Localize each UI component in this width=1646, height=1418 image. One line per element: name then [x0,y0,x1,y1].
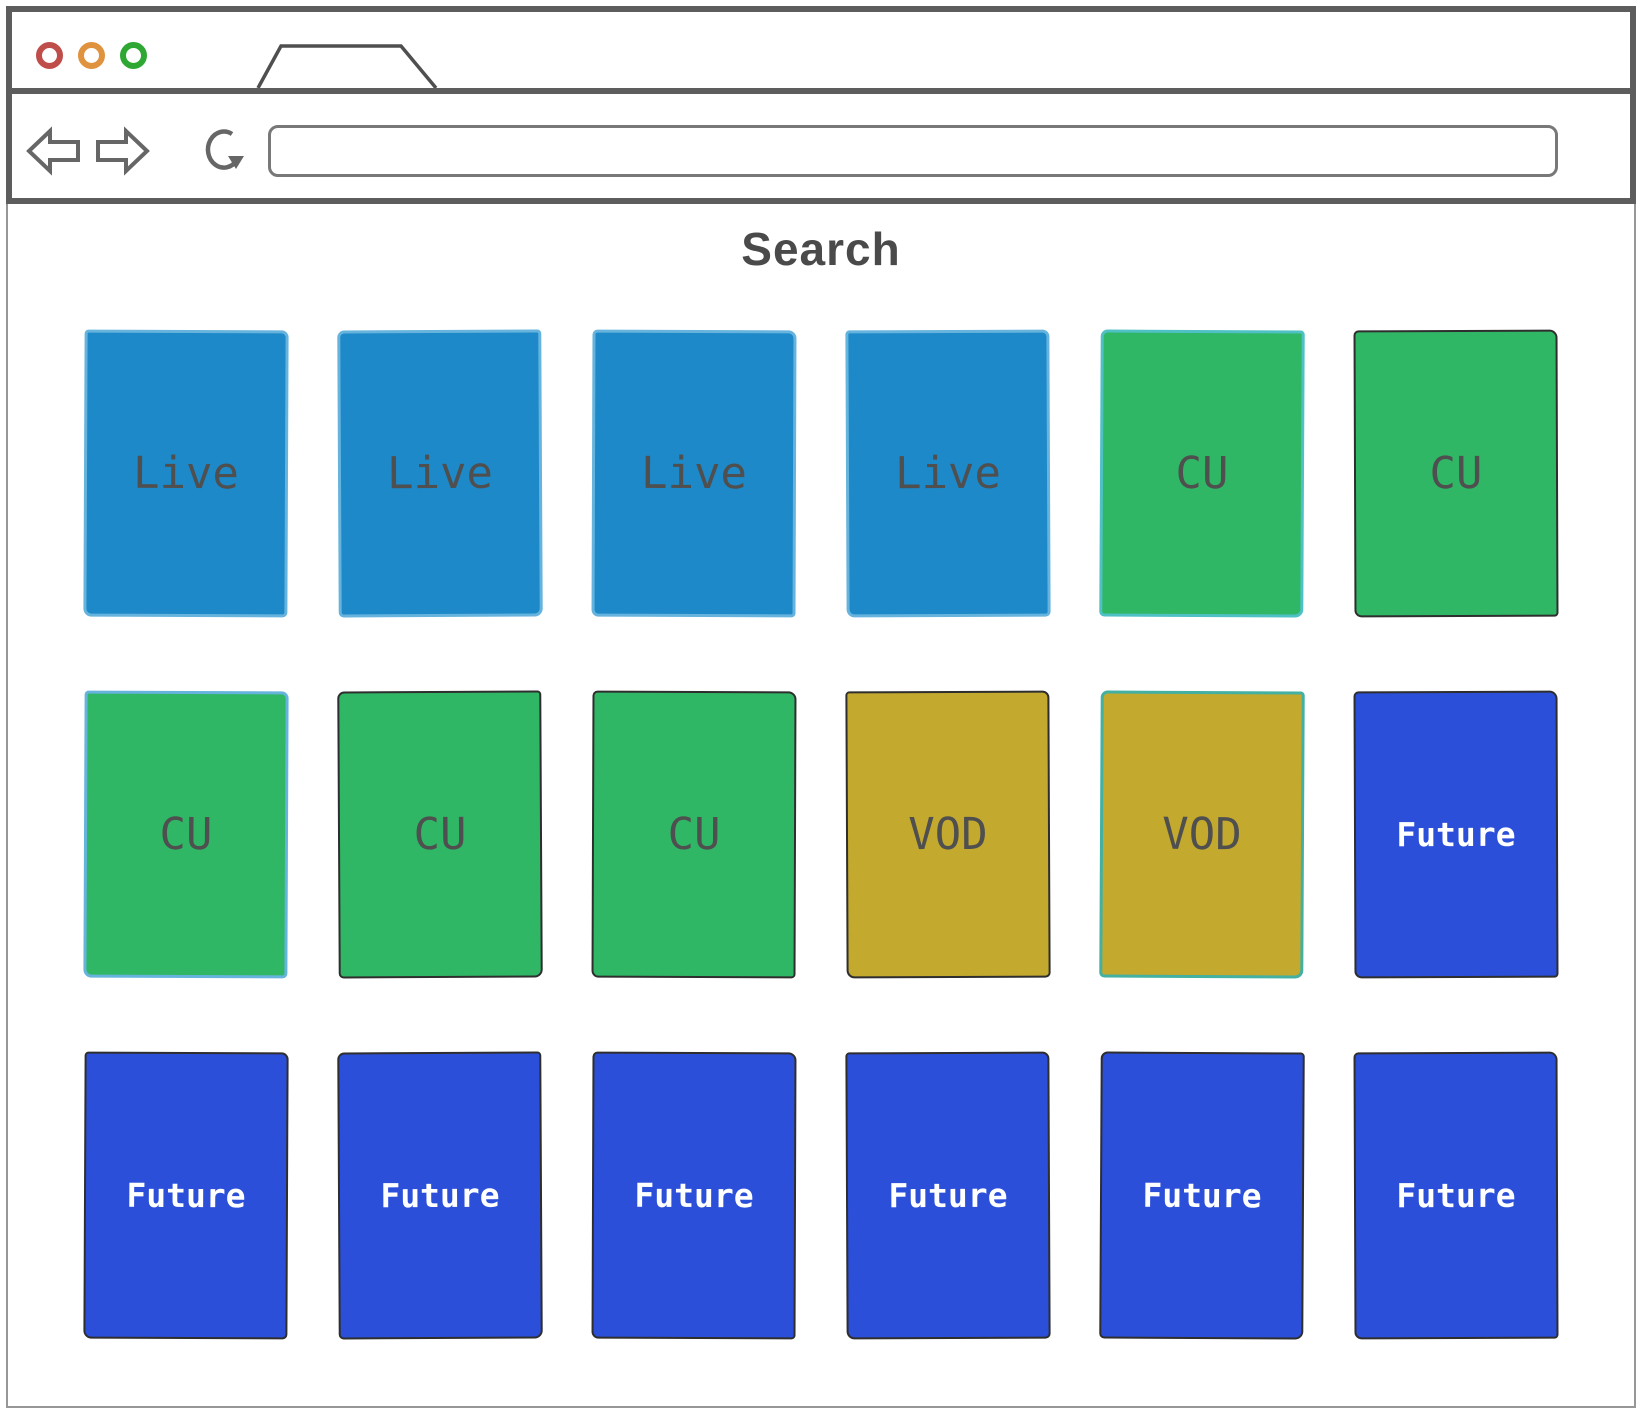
back-button[interactable] [26,125,82,177]
url-bar[interactable] [268,125,1558,177]
card-cu-8[interactable]: CU [337,690,543,979]
card-cu-9[interactable]: CU [591,690,797,979]
reload-button[interactable] [196,123,250,179]
card-vod-11[interactable]: VOD [1099,690,1305,979]
card-future-17[interactable]: Future [1099,1051,1305,1340]
card-future-16[interactable]: Future [845,1051,1051,1340]
card-future-13[interactable]: Future [83,1051,289,1340]
card-cu-7[interactable]: CU [83,690,289,979]
card-cu-6[interactable]: CU [1353,329,1559,618]
minimize-window-icon[interactable] [78,41,105,69]
navigation-bar [12,94,1630,198]
reload-icon [205,129,244,170]
card-vod-10[interactable]: VOD [845,690,1051,979]
browser-tab[interactable] [252,44,442,88]
title-bar [12,12,1630,94]
back-arrow-icon [26,126,80,176]
browser-chrome [6,6,1636,204]
forward-arrow-icon [96,126,150,176]
card-live-2[interactable]: Live [337,329,543,618]
card-future-12[interactable]: Future [1353,690,1559,979]
card-cu-5[interactable]: CU [1099,329,1305,618]
card-live-3[interactable]: Live [591,329,797,618]
forward-button[interactable] [94,125,150,177]
maximize-window-icon[interactable] [120,41,147,69]
page-title: Search [741,223,901,275]
card-live-1[interactable]: Live [83,329,289,618]
card-future-18[interactable]: Future [1353,1051,1559,1340]
close-window-icon[interactable] [36,41,63,69]
card-future-14[interactable]: Future [337,1051,543,1340]
card-live-4[interactable]: Live [845,329,1051,618]
card-future-15[interactable]: Future [591,1051,797,1340]
